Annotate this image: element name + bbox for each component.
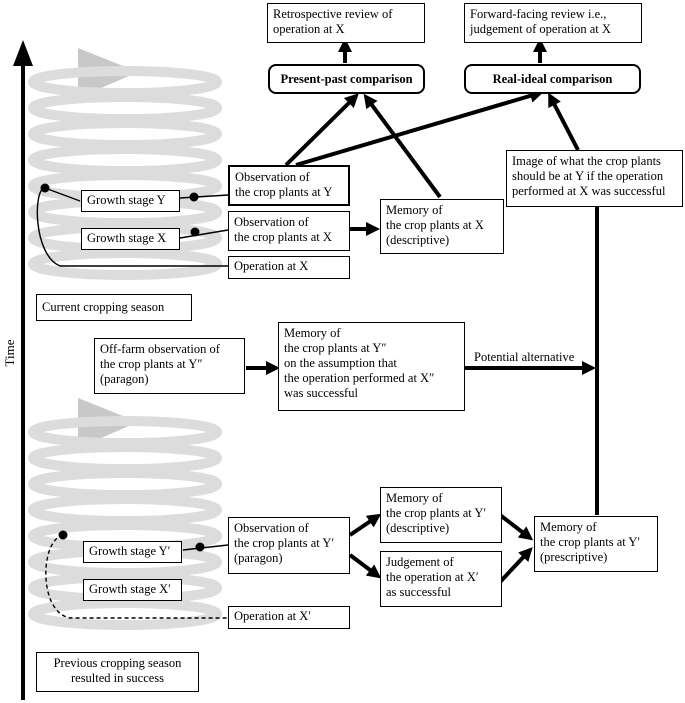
growth-stage-x-box: Growth stage X (81, 228, 180, 250)
observation-x-box: Observation of the crop plants at X (228, 211, 350, 251)
previous-season-connectors (45, 530, 229, 619)
current-season-label: Current cropping season (36, 294, 192, 321)
flow-arrows (246, 38, 604, 584)
operation-x-prime-box: Operation at X′ (228, 606, 350, 629)
current-season-connectors (36, 183, 229, 267)
previous-season-spiral (28, 398, 222, 630)
observation-y-box: Observation of the crop plants at Y (228, 165, 350, 206)
growth-stage-y-prime-box: Growth stage Y′ (83, 541, 182, 563)
current-season-spiral (28, 48, 222, 280)
forward-facing-review-box: Forward-facing review i.e., judgement of… (464, 3, 642, 43)
observation-y-prime-box: Observation of the crop plants at Y′ (pa… (228, 517, 350, 574)
time-axis (13, 40, 33, 700)
memory-y-double-prime-box: Memory of the crop plants at Y″ on the a… (278, 322, 465, 411)
off-farm-observation-box: Off-farm observation of the crop plants … (94, 338, 245, 394)
judgement-x-prime-box: Judgement of the operation at X′ as succ… (380, 551, 502, 607)
time-axis-label: Time (2, 339, 17, 367)
time-axis-arrowhead (13, 40, 33, 66)
memory-x-box: Memory of the crop plants at X (descript… (380, 199, 504, 254)
real-ideal-comparison: Real-ideal comparison (464, 64, 641, 94)
operation-x-box: Operation at X (228, 256, 350, 279)
present-past-comparison: Present-past comparison (268, 64, 425, 94)
image-ideal-box: Image of what the crop plants should be … (506, 150, 683, 207)
memory-y-prime-prescriptive-box: Memory of the crop plants at Y′ (prescri… (534, 516, 658, 572)
retrospective-review-box: Retrospective review of operation at X (267, 3, 425, 43)
growth-stage-x-prime-box: Growth stage X′ (83, 579, 182, 601)
previous-season-label: Previous cropping season resulted in suc… (36, 652, 199, 692)
growth-stage-y-box: Growth stage Y (81, 190, 180, 212)
memory-y-prime-descriptive-box: Memory of the crop plants at Y′ (descrip… (380, 487, 502, 543)
potential-alternative-label: Potential alternative (474, 350, 575, 364)
